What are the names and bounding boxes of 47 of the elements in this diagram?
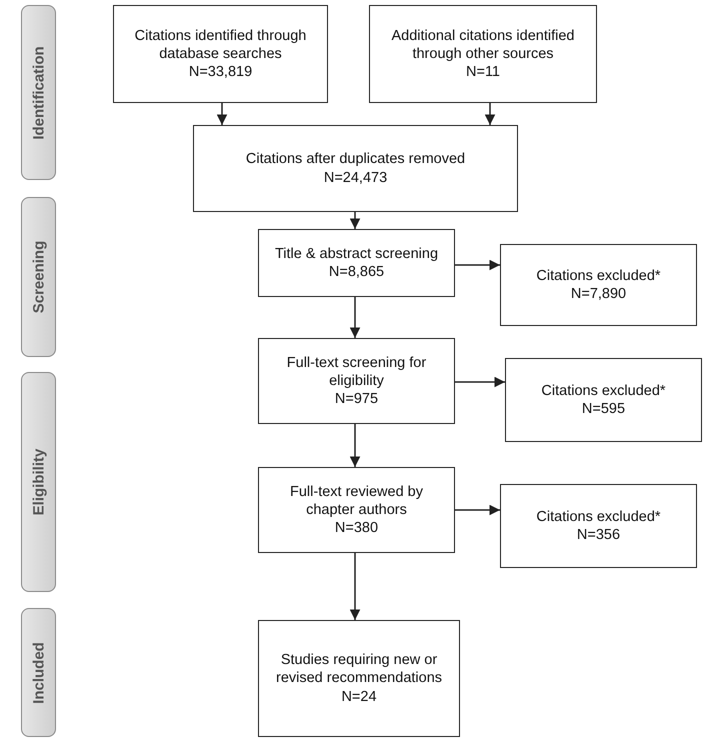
box-text: N=33,819 bbox=[188, 63, 252, 82]
stage-label: Identification bbox=[30, 46, 47, 140]
box-text: N=24 bbox=[341, 688, 377, 706]
arrow bbox=[350, 297, 360, 338]
box-text: Citations excluded* bbox=[536, 508, 661, 526]
box-text: N=11 bbox=[466, 63, 500, 82]
box-text: Citations identified through database searches bbox=[134, 26, 308, 64]
stage-band bbox=[21, 5, 56, 180]
box-text: N=24,473 bbox=[324, 168, 388, 187]
stage-label: Screening bbox=[30, 240, 47, 314]
process-box bbox=[258, 467, 455, 553]
box-text: Full-text screening for eligibility bbox=[286, 354, 428, 390]
process-box bbox=[500, 244, 697, 326]
box-text: N=356 bbox=[576, 526, 620, 544]
stage-band bbox=[21, 372, 56, 592]
arrow bbox=[455, 260, 500, 270]
process-box bbox=[193, 125, 518, 212]
box-text: Additional citations identified through other sources bbox=[390, 26, 576, 64]
arrow bbox=[484, 103, 496, 125]
box-text: Citations excluded* bbox=[536, 266, 661, 285]
process-box bbox=[258, 338, 455, 424]
box-text: N=8,865 bbox=[328, 263, 384, 282]
process-box bbox=[500, 484, 697, 568]
box-text: N=380 bbox=[334, 519, 378, 538]
arrow bbox=[455, 504, 500, 516]
box-text: Full-text reviewed by chapter authors bbox=[289, 482, 424, 520]
stage-band bbox=[21, 608, 56, 737]
arrow bbox=[216, 103, 228, 125]
process-box bbox=[113, 5, 328, 103]
stage-label: Included bbox=[30, 642, 47, 704]
box-text: N=595 bbox=[582, 400, 626, 418]
arrow bbox=[455, 376, 505, 388]
arrow bbox=[350, 424, 360, 467]
box-text: N=975 bbox=[334, 390, 378, 408]
box-text: Studies requiring new or revised recommendations bbox=[274, 651, 444, 688]
stage-band bbox=[21, 197, 56, 357]
arrow bbox=[350, 553, 360, 620]
process-box bbox=[258, 229, 455, 297]
process-box bbox=[369, 5, 597, 103]
process-box bbox=[258, 620, 460, 737]
box-text: Title & abstract screening bbox=[274, 244, 438, 263]
box-text: Citations excluded* bbox=[541, 382, 666, 400]
process-box bbox=[505, 358, 702, 442]
box-text: N=7,890 bbox=[570, 285, 626, 304]
box-text: Citations after duplicates removed bbox=[246, 150, 466, 168]
stage-label: Eligibility bbox=[30, 448, 47, 516]
arrow bbox=[350, 212, 360, 229]
